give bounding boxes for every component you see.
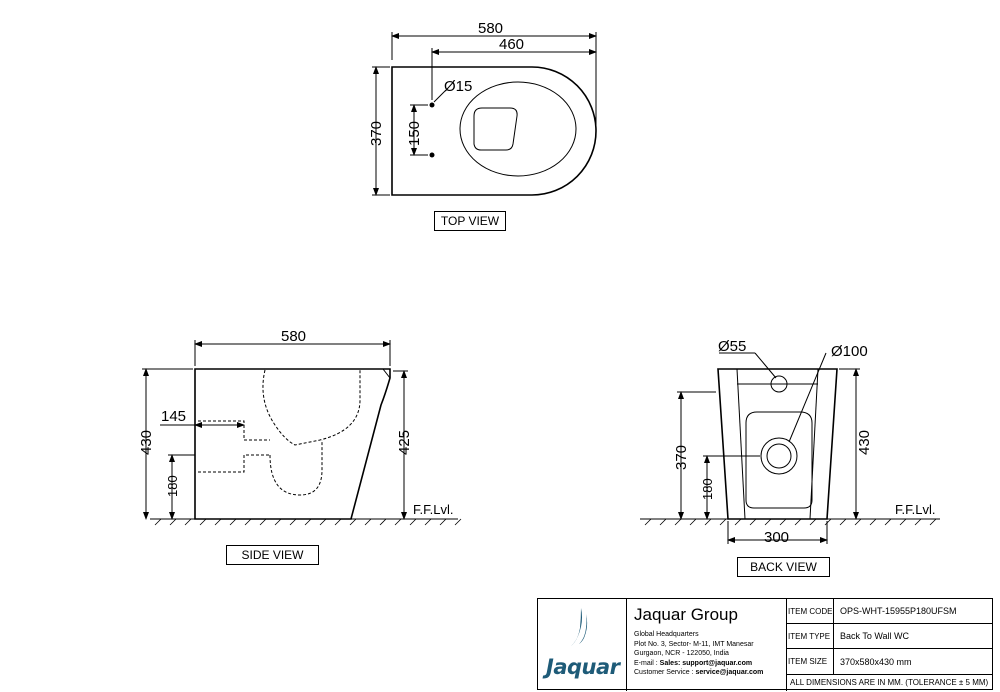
- row-item-code: ITEM CODE OPS-WHT-15955P180UFSM: [786, 599, 993, 624]
- email-line: E-mail : Sales: support@jaquar.com: [634, 659, 786, 669]
- title-block: Jaquar Jaquar Group Global Headquarters …: [537, 598, 993, 691]
- tolerance-note: ALL DIMENSIONS ARE IN MM. (TOLERANCE ± 5…: [790, 678, 989, 687]
- address-line-2: Plot No. 3, Sector- M-11, IMT Manesar: [634, 640, 754, 648]
- company-address: Global Headquarters Plot No. 3, Sector- …: [634, 630, 786, 678]
- back-view-dim-inlet: Ø55: [718, 338, 746, 355]
- service-label: Customer Service :: [634, 669, 696, 676]
- email-value: Sales: support@jaquar.com: [659, 659, 753, 667]
- side-view-floor-label: F.F.Lvl.: [413, 502, 453, 517]
- back-view-label: BACK VIEW: [737, 557, 830, 577]
- back-view-dim-outlet: Ø100: [831, 343, 868, 360]
- top-view-opening: [473, 107, 518, 151]
- back-view-dim-430: 430: [856, 430, 873, 455]
- side-view-trapway: [262, 369, 361, 446]
- top-view-hole-lower: [429, 152, 435, 158]
- side-view-dim-580: 580: [281, 328, 306, 345]
- row-item-type: ITEM TYPE Back To Wall WC: [786, 624, 993, 649]
- top-view-outline: [391, 66, 597, 196]
- row-value: OPS-WHT-15955P180UFSM: [840, 606, 957, 616]
- address-line-1: Global Headquarters: [634, 631, 699, 638]
- side-view-dim-425: 425: [396, 430, 413, 455]
- top-view-dim-370: 370: [368, 121, 385, 146]
- side-view-dim-145: 145: [161, 408, 186, 425]
- side-view-dim-180: 180: [165, 475, 180, 497]
- back-view-inlet: [770, 375, 788, 393]
- side-view-floor-hatch: [154, 518, 462, 526]
- service-line: Customer Service : service@jaquar.com: [634, 668, 786, 678]
- back-view-outlet: [760, 437, 798, 475]
- side-view-outline: [194, 368, 391, 520]
- back-view-floor-label: F.F.Lvl.: [895, 502, 935, 517]
- back-view: F.F.Lvl. Ø55 Ø100 370 180 430 300: [640, 338, 940, 546]
- top-view-dim-150: 150: [406, 121, 423, 146]
- row-value: Back To Wall WC: [840, 631, 910, 641]
- side-view: F.F.Lvl. 580 430 425 145 180: [138, 328, 462, 526]
- company-name: Jaquar Group: [634, 605, 738, 624]
- side-view-label: SIDE VIEW: [226, 545, 319, 565]
- row-value: 370x580x430 mm: [840, 656, 912, 667]
- title-block-table: ITEM CODE OPS-WHT-15955P180UFSM ITEM TYP…: [786, 599, 993, 675]
- top-view-dim-hole: Ø15: [444, 78, 472, 95]
- top-view-hole-upper: [429, 102, 435, 108]
- service-value: service@jaquar.com: [695, 669, 764, 676]
- back-view-dim-370: 370: [673, 445, 690, 470]
- row-key: ITEM TYPE: [786, 624, 834, 648]
- jaquar-logo-text: Jaquar: [546, 655, 620, 679]
- top-view-dim-460: 460: [499, 36, 524, 53]
- title-block-company: Jaquar Group Global Headquarters Plot No…: [626, 599, 787, 691]
- back-view-dim-300: 300: [764, 529, 789, 546]
- back-view-floor-hatch: [644, 518, 937, 526]
- row-key: ITEM SIZE: [786, 649, 834, 674]
- email-label: E-mail :: [634, 659, 660, 667]
- title-block-logo: Jaquar: [538, 599, 627, 691]
- back-view-dim-180: 180: [700, 478, 715, 500]
- back-view-recess: [745, 411, 813, 509]
- top-view: 580 460 370 150 Ø15: [368, 20, 597, 196]
- top-view-dim-580: 580: [478, 20, 503, 37]
- side-view-dim-430: 430: [138, 430, 155, 455]
- top-view-bowl: [459, 81, 577, 177]
- row-item-size: ITEM SIZE 370x580x430 mm: [786, 649, 993, 675]
- address-line-3: Gurgaon, NCR - 122050, India: [634, 650, 729, 657]
- row-key: ITEM CODE: [786, 599, 834, 623]
- top-view-label: TOP VIEW: [434, 211, 506, 231]
